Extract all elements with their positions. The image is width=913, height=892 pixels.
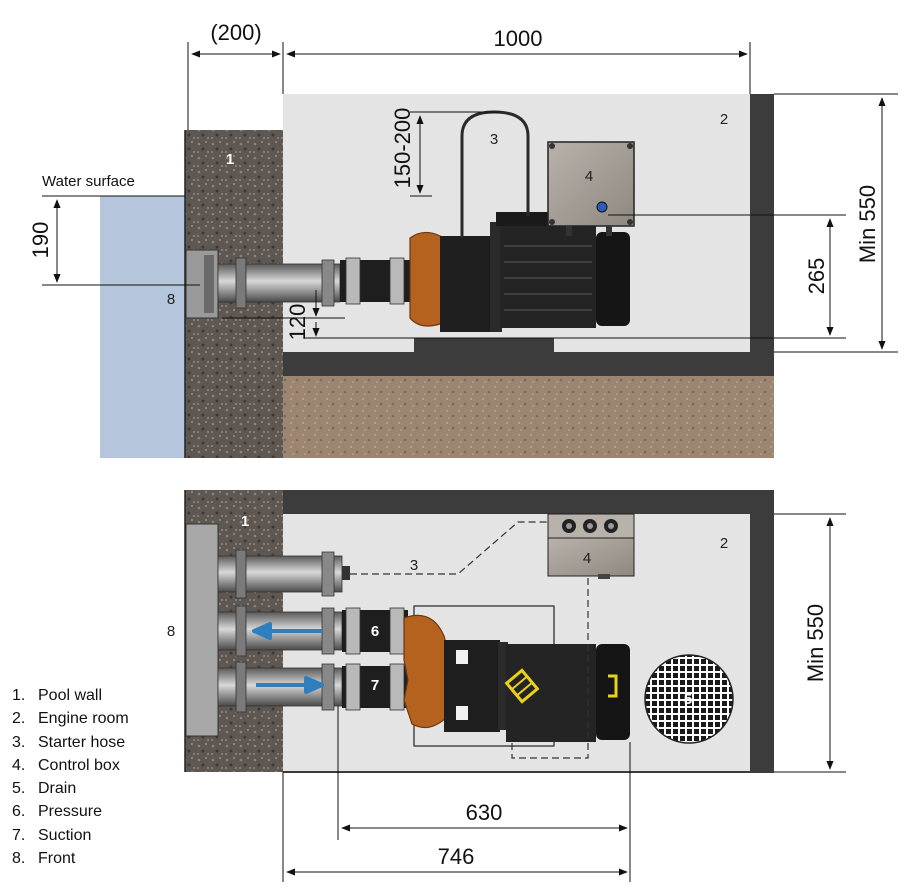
dim-room-length: 1000 [494,26,543,51]
water-body [100,196,185,458]
legend-item: 2.Engine room [12,710,129,728]
callout-1-plan: 1 [241,513,249,530]
dim-clearance-top: 150-200 [390,108,415,189]
front-manifold [185,523,219,737]
suction-arrow [256,676,324,694]
callout-2-side: 2 [720,111,728,128]
room-side-wall [750,94,774,376]
pressure-arrow [252,622,322,640]
callout-7-suction: 7 [371,677,379,694]
plan-view [184,490,774,773]
water-surface-label: Water surface [42,173,135,190]
legend: 1.Pool wall 2.Engine room 3.Starter hose… [12,684,129,870]
callout-8-plan: 8 [167,623,175,640]
pump-base [414,338,554,352]
room-right-wall [750,490,774,772]
dim-room-height-top: Min 550 [803,604,828,682]
ground-fill [283,376,774,458]
callout-5-drain: 5 [684,691,692,708]
room-top-wall [283,490,774,514]
starter-hose-route [350,521,552,575]
legend-item: 4.Control box [12,756,120,774]
legend-item: 6.Pressure [12,803,103,821]
dim-room-height-side: Min 550 [855,185,880,263]
callout-1-side: 1 [226,151,234,168]
legend-item: 3.Starter hose [12,733,126,751]
control-box-body-plan [547,537,635,577]
dim-pipe-height: 120 [285,304,310,341]
control-cable-route [511,578,589,759]
dim-water-depth: 190 [28,222,53,259]
legend-item: 1.Pool wall [12,687,103,704]
motor-side [500,222,596,328]
callout-6-pressure: 6 [371,623,379,640]
drain-grate [644,654,734,744]
top-dimensions [42,42,898,353]
callout-2-plan: 2 [720,535,728,552]
callout-4-side: 4 [585,168,593,185]
pump-volute-plan [403,614,449,729]
dim-box-height: 265 [804,258,829,295]
control-box-side [547,141,635,227]
control-box-indicator [596,201,608,213]
dim-total-length: 746 [438,844,475,869]
legend-item: 7.Suction [12,826,92,844]
plan-dimensions [282,513,846,882]
legend-item: 5.Drain [12,780,77,798]
coupling-mark [504,668,540,704]
side-section-view [100,94,774,458]
dim-wall-thickness: (200) [210,20,261,45]
room-floor-slab [283,352,774,376]
dim-pump-length: 630 [466,800,503,825]
callout-3-side: 3 [490,131,498,148]
callout-8-side: 8 [167,291,175,308]
legend-item: 8.Front [12,850,76,868]
callout-3-plan: 3 [410,557,418,574]
callout-4-plan: 4 [583,550,591,567]
